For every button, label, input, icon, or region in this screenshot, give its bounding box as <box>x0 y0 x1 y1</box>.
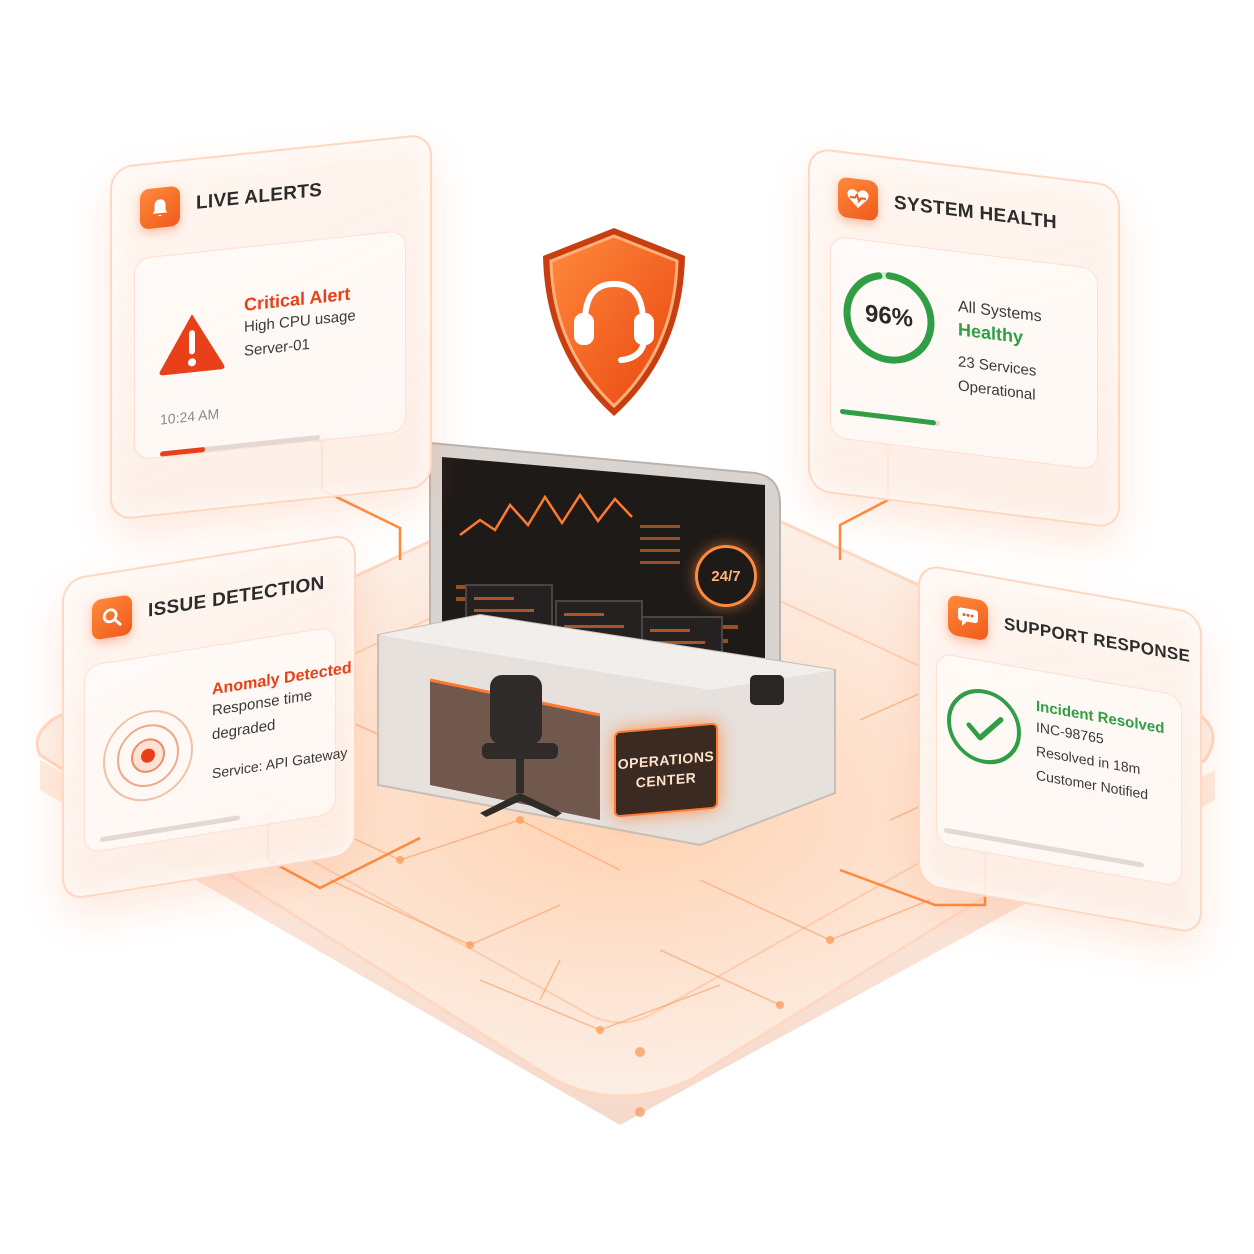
heart-pulse-icon <box>838 176 878 222</box>
health-gauge <box>843 271 935 364</box>
system-health-title: SYSTEM HEALTH <box>894 192 1057 234</box>
operations-desk: 24/7 OPERATIONS CENTER <box>370 425 850 855</box>
issue-detection-title: ISSUE DETECTION <box>148 572 325 622</box>
system-health-card[interactable]: SYSTEM HEALTH 96% All Systems Healthy 23… <box>808 146 1120 530</box>
support-response-title: SUPPORT RESPONSE <box>1004 614 1191 666</box>
warning-icon <box>159 314 225 376</box>
issue-detection-card[interactable]: ISSUE DETECTION Anomaly Detected Respons… <box>62 532 356 902</box>
chat-icon <box>948 594 988 642</box>
bell-icon <box>140 185 180 230</box>
sign-line-2: CENTER <box>635 769 697 791</box>
live-alerts-card[interactable]: LIVE ALERTS Critical Alert High CPU usag… <box>110 133 432 521</box>
radar-icon <box>103 710 193 802</box>
operations-center-sign: OPERATIONS CENTER <box>614 722 718 818</box>
search-icon <box>92 594 132 641</box>
support-shield <box>543 228 685 416</box>
support-response-card[interactable]: SUPPORT RESPONSE Incident Resolved INC-9… <box>918 562 1202 936</box>
headset-icon <box>574 280 654 363</box>
always-on-badge: 24/7 <box>695 545 757 607</box>
checkmark-icon <box>947 689 1021 765</box>
desk-illustration <box>377 441 836 847</box>
live-alerts-title: LIVE ALERTS <box>196 179 323 214</box>
